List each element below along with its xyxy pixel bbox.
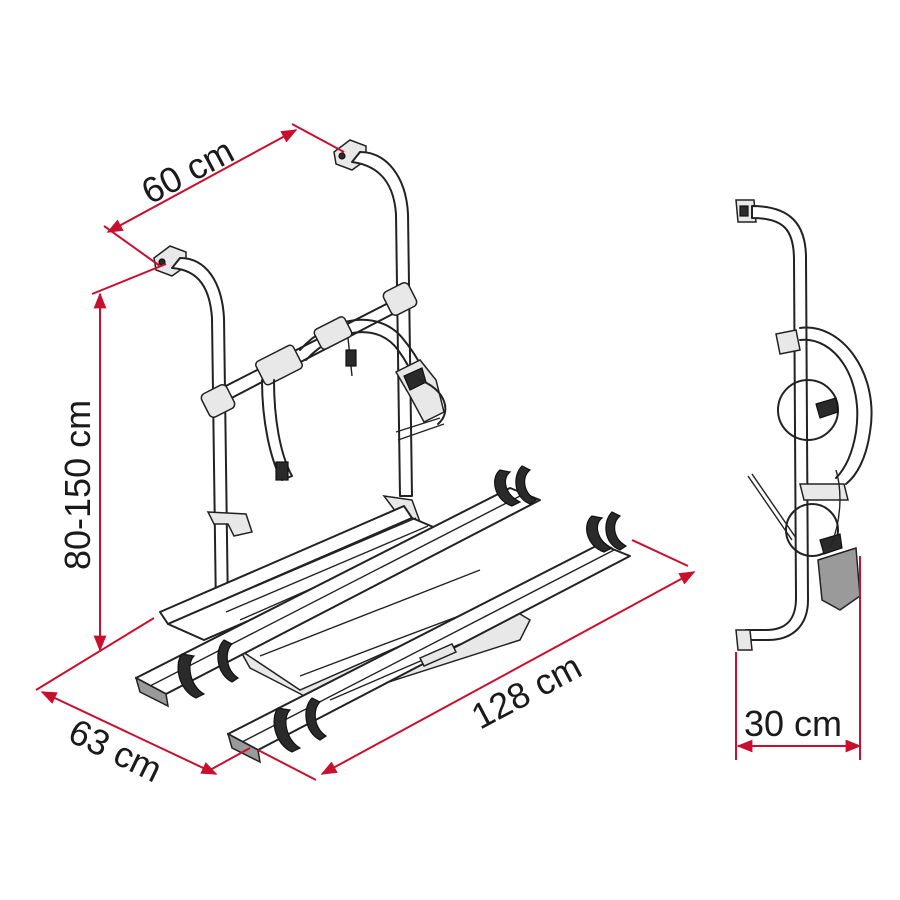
right-upright-tube	[351, 151, 413, 497]
dimension-width-top: 60 cm	[103, 123, 345, 267]
dimension-label-30cm: 30 cm	[744, 703, 842, 744]
frame-clamp-right	[394, 359, 447, 441]
left-upright-tube	[171, 257, 229, 613]
dimension-label-80-150cm: 80-150 cm	[57, 400, 98, 570]
dimension-label-63cm: 63 cm	[62, 710, 168, 790]
dimension-height: 80-150 cm	[57, 263, 167, 652]
wheel-rail-front	[134, 465, 541, 708]
upper-crossbar	[213, 295, 409, 405]
dimension-label-60cm: 60 cm	[135, 130, 241, 212]
carrier-side-view	[735, 199, 873, 651]
dimension-side-depth: 30 cm	[735, 556, 862, 760]
dimension-label-128cm: 128 cm	[465, 645, 588, 737]
side-upright-tube	[745, 205, 809, 641]
